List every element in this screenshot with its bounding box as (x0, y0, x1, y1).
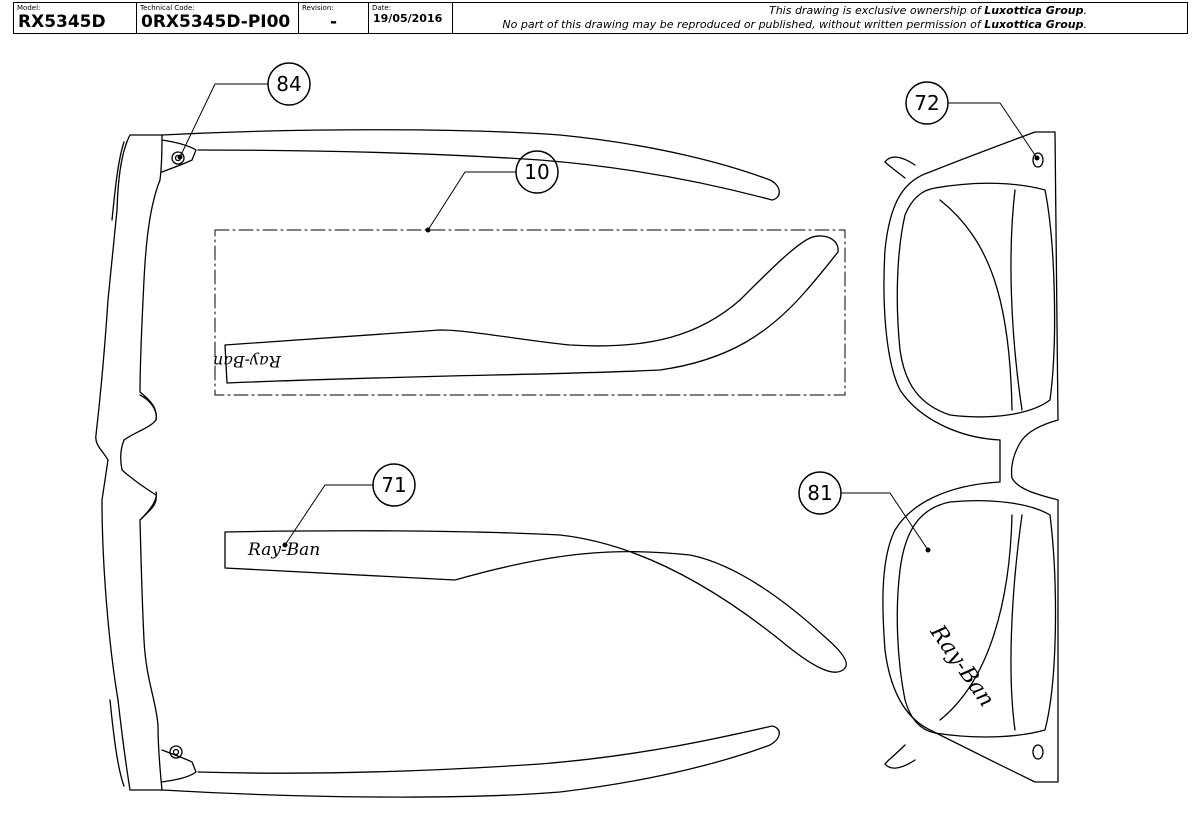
front-temple-tip-bottom (884, 744, 916, 769)
callout-81-label: 81 (807, 481, 832, 505)
temple-top-view-upper (161, 129, 780, 201)
temple-side-view: Ray-Ban (224, 530, 847, 673)
callout-84-bubble (267, 62, 311, 106)
frame-top-view (95, 134, 197, 791)
hinge-screw-bottom-core (172, 748, 180, 756)
notice-owner-2: Luxottica Group (984, 18, 1084, 31)
callout-71-bubble (372, 463, 416, 507)
front-lens-upper (896, 182, 1056, 418)
notice-owner-1: Luxottica Group (984, 4, 1084, 17)
revision-value: - (329, 12, 338, 32)
ownership-notice: This drawing is exclusive ownership of L… (453, 3, 1187, 33)
model-cell: Model: RX5345D (14, 3, 137, 33)
model-value: RX5345D (18, 12, 106, 32)
revision-label: Revision: (302, 4, 334, 12)
front-temple-tip-top (884, 156, 916, 179)
front-lens-lower (896, 500, 1057, 738)
frame-front-outline (95, 134, 163, 791)
lens-facet-upper (939, 189, 1023, 411)
temple-side-outline (224, 530, 847, 673)
frame-front-view: Ray-Ban (882, 131, 1059, 783)
callouts (177, 62, 1040, 553)
front-frame-outline (882, 131, 1059, 783)
date-cell: Date: 19/05/2016 (369, 3, 453, 33)
notice-line-1: This drawing is exclusive ownership of L… (768, 4, 1087, 17)
temple-detail-logo: Ray-Ban (213, 352, 282, 371)
nose-pad-bottom (139, 491, 157, 521)
hinge-lug-top (161, 139, 197, 173)
temple-detail-outline (224, 235, 839, 384)
callout-81-bubble (798, 471, 842, 515)
callout-84-label: 84 (276, 72, 301, 96)
leader-84 (179, 83, 269, 158)
front-rivet-bottom (1032, 744, 1044, 760)
leader-81-dot (925, 547, 931, 553)
callout-labels: 84 10 71 72 81 (276, 72, 939, 505)
leader-72 (947, 102, 1038, 159)
callout-10-label: 10 (524, 160, 549, 184)
title-block: Model: RX5345D Technical Code: 0RX5345D-… (13, 2, 1188, 34)
callout-71-label: 71 (381, 473, 406, 497)
leader-10 (427, 171, 517, 231)
model-label: Model: (17, 4, 41, 12)
frame-front-inner-edge (109, 141, 125, 787)
temple-top-view-lower (161, 725, 780, 798)
nose-pad-top (139, 394, 157, 421)
leader-71-dot (282, 542, 288, 548)
lens-facet-lower (939, 514, 1023, 731)
leader-81 (840, 492, 929, 551)
technical-code-value: 0RX5345D-PI00 (141, 12, 291, 32)
hinge-lug-bottom (161, 749, 197, 783)
callout-10-bubble (515, 150, 559, 194)
temple-side-logo: Ray-Ban (247, 540, 320, 560)
date-label: Date: (372, 4, 392, 12)
notice-line-2: No part of this drawing may be reproduce… (502, 18, 1087, 31)
revision-cell: Revision: - (299, 3, 369, 33)
callout-72-bubble (905, 81, 949, 125)
temple-detail-view: Ray-Ban (213, 229, 846, 396)
leader-71 (284, 484, 374, 546)
detail-dashed-frame (214, 229, 846, 396)
technical-code-label: Technical Code: (140, 4, 195, 12)
leader-10-dot (425, 227, 431, 233)
hinge-screw-top (171, 151, 185, 165)
hinge-screw-bottom (169, 745, 183, 759)
front-rivet-top (1032, 152, 1044, 168)
callout-72-label: 72 (914, 91, 939, 115)
leader-72-dot (1034, 155, 1040, 161)
date-value: 19/05/2016 (373, 12, 443, 25)
leader-84-dot (177, 154, 183, 160)
technical-code-cell: Technical Code: 0RX5345D-PI00 (137, 3, 299, 33)
